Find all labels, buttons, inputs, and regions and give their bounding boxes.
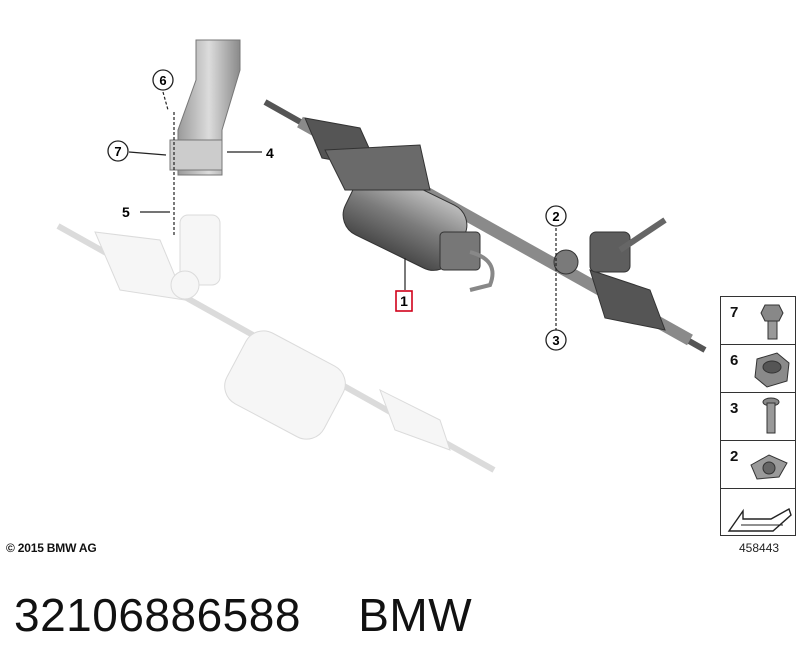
legend-item-arrow	[720, 488, 796, 536]
flange-bolt-icon	[760, 304, 784, 340]
ghost-steering-rack	[56, 214, 496, 473]
legend-item-3: 3	[720, 392, 796, 440]
callout-2: 2	[545, 205, 567, 227]
callout-4: 4	[266, 145, 274, 161]
callout-6: 6	[152, 69, 174, 91]
legend-number: 3	[730, 400, 739, 417]
fastener-legend: 7 6 3 2	[720, 296, 796, 536]
highlight-box	[395, 290, 413, 312]
callout-6-label: 6	[159, 73, 166, 88]
callout-3-label: 3	[552, 333, 559, 348]
bolt-icon	[762, 397, 780, 434]
leader-lines	[128, 91, 557, 330]
callout-2-label: 2	[552, 209, 559, 224]
clip-nut-icon	[750, 454, 788, 480]
callout-3: 3	[545, 329, 567, 351]
legend-number: 7	[730, 304, 739, 321]
footer-caption: 32106886588 BMW	[14, 588, 472, 642]
callout-5: 5	[122, 204, 130, 220]
diagram-number: 458443	[739, 541, 780, 555]
callout-7: 7	[107, 140, 129, 162]
callout-1-label: 1	[400, 293, 408, 309]
steering-rack	[263, 99, 707, 353]
part-number: 32106886588	[14, 589, 301, 641]
legend-number: 6	[730, 352, 739, 369]
callout-5-label: 5	[122, 204, 130, 220]
brand-name: BMW	[358, 589, 473, 641]
callout-7-label: 7	[114, 144, 121, 159]
copyright-notice: © 2015 BMW AG	[6, 541, 97, 555]
legend-number: 2	[730, 448, 739, 465]
steering-shaft-cover	[169, 39, 241, 176]
legend-item-7: 7	[720, 296, 796, 344]
arrow-icon	[727, 507, 792, 532]
callout-1: 1	[395, 290, 413, 312]
legend-item-6: 6	[720, 344, 796, 392]
hex-nut-icon	[754, 352, 790, 388]
legend-item-2: 2	[720, 440, 796, 488]
callout-4-label: 4	[266, 145, 274, 161]
